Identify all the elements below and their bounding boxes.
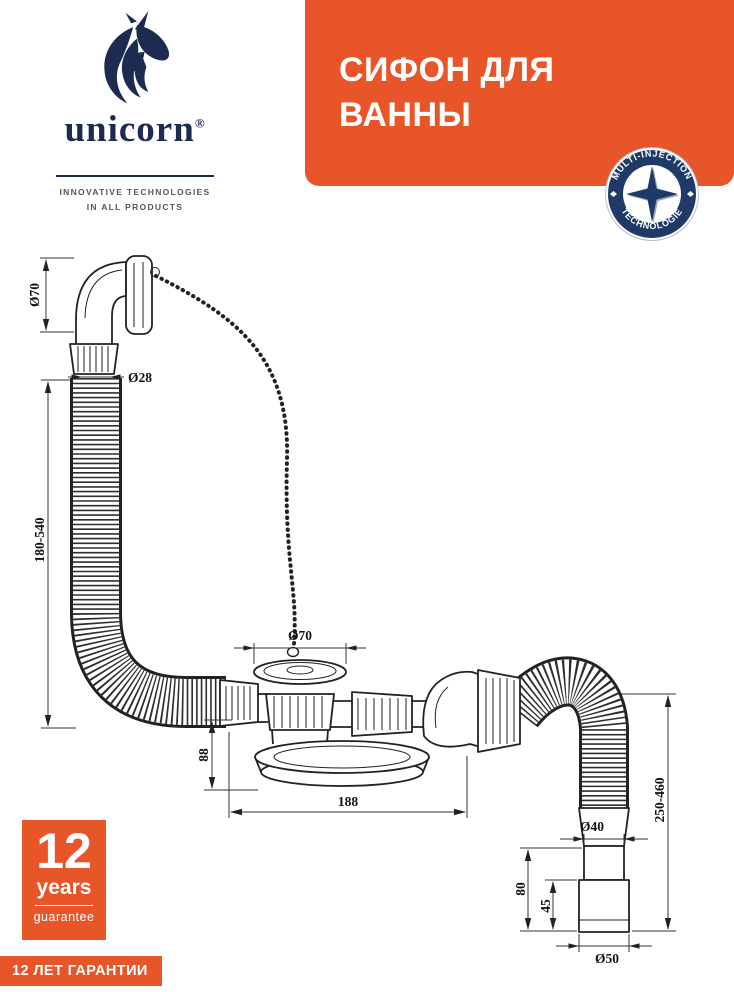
- guarantee-label: guarantee: [33, 909, 95, 924]
- drain-cap: [253, 659, 347, 685]
- dim-overflow-diameter: Ø70: [27, 283, 42, 307]
- logo-divider: [56, 175, 214, 177]
- left-corrugated-hose: [70, 378, 226, 728]
- product-title-line2: ВАННЫ: [339, 96, 472, 134]
- drain-chain: [154, 274, 300, 658]
- guarantee-badge: 12 years guarantee: [22, 820, 106, 940]
- dimension-annotations: Ø70 Ø28 180-540 Ø70 88 188 250-460: [27, 257, 676, 966]
- outlet-tube-40: [583, 845, 625, 881]
- brand-logo: unicorn® INNOVATIVE TECHNOLOGIES IN ALL …: [50, 10, 220, 216]
- outlet-elbow: [422, 670, 485, 749]
- hose-inlet-nut: [219, 679, 268, 727]
- product-title-line1: СИФОН ДЛЯ: [339, 51, 555, 90]
- overflow-face-plate: [125, 255, 153, 335]
- brand-wordmark: unicorn®: [64, 109, 206, 150]
- dim-body-width: 188: [338, 794, 359, 809]
- dim-hose-length-range: 180-540: [32, 517, 47, 562]
- overflow-elbow: [75, 255, 160, 346]
- outlet-cuff-50: [578, 879, 630, 933]
- unicorn-logo-icon: [104, 10, 170, 104]
- dim-body-height: 88: [196, 748, 211, 762]
- guarantee-divider: [35, 904, 93, 906]
- guarantee-unit: years: [36, 875, 92, 899]
- dim-overflow-pipe-diameter: Ø28: [128, 370, 152, 385]
- guarantee-strip: 12 ЛЕТ ГАРАНТИИ: [0, 956, 162, 986]
- registered-mark: ®: [194, 115, 206, 131]
- dim-outlet-length-range: 250-460: [652, 777, 667, 822]
- product-title: СИФОН ДЛЯ ВАННЫ: [339, 48, 554, 138]
- multi-injection-badge: MULTI-INJECTION TECHNOLOGIE: [605, 147, 699, 241]
- injection-star-icon: [626, 166, 678, 222]
- dim-cuff-height: 45: [538, 899, 553, 913]
- brand-tagline-line1: INNOVATIVE TECHNOLOGIES: [59, 187, 211, 197]
- outlet-tailpipe: [578, 807, 630, 933]
- brand-tagline-line2: IN ALL PRODUCTS: [86, 202, 184, 213]
- dim-outlet-diameter: Ø40: [580, 819, 604, 834]
- dim-drain-diameter: Ø70: [288, 628, 312, 643]
- brand-tagline: INNOVATIVE TECHNOLOGIES IN ALL PRODUCTS: [50, 185, 220, 216]
- drain-body-nut: [265, 693, 335, 731]
- right-corrugated-hose: [498, 656, 629, 814]
- outlet-union-nut: [477, 669, 521, 753]
- chain-stopper: [286, 646, 300, 658]
- guarantee-number: 12: [36, 823, 92, 879]
- drain-outlet-branch: [330, 670, 485, 749]
- overflow-nut: [69, 343, 119, 375]
- drain-assembly: [253, 659, 430, 787]
- dim-cuff-diameter: Ø50: [595, 951, 619, 966]
- dim-outlet-height: 80: [513, 882, 528, 896]
